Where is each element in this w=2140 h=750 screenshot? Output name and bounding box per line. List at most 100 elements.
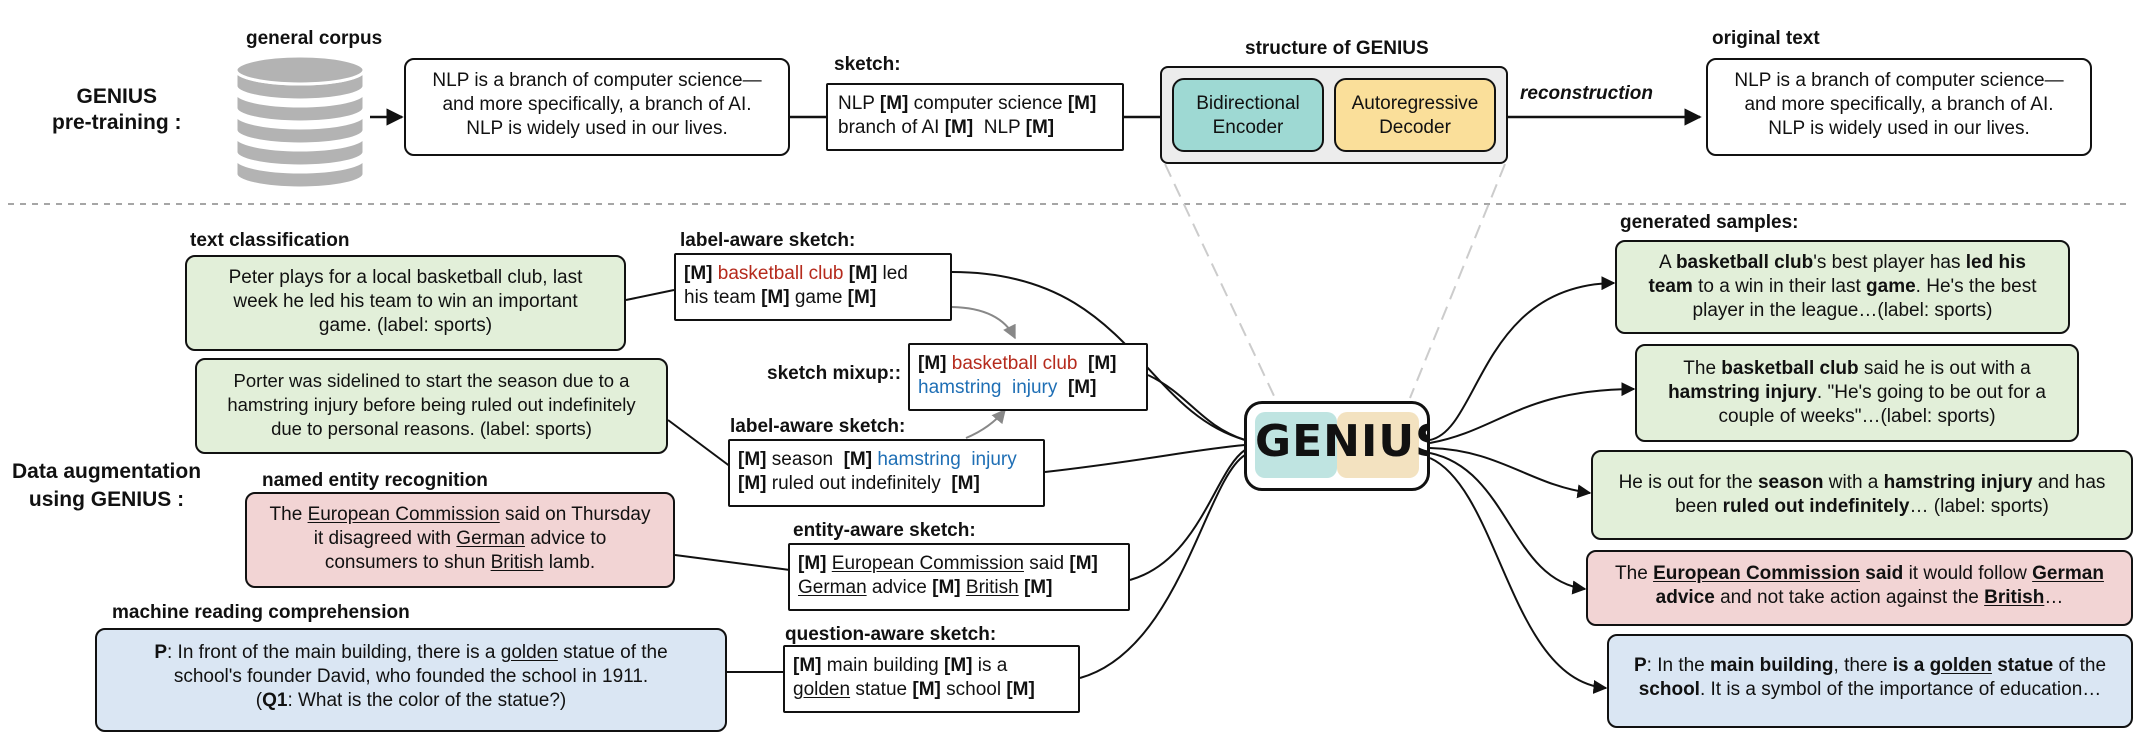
sample-2-line-2: hamstring injury. "He's going to be out … (1649, 381, 2065, 405)
ner-input-line-1: The European Commission said on Thursday (259, 503, 661, 527)
sample-2-line-3: couple of weeks"…(label: sports) (1718, 406, 1996, 427)
space (1077, 353, 1088, 374)
mask-token: [M] (918, 353, 947, 374)
text: statue of the (557, 642, 668, 663)
ner-sketch-line-1: [M] European Commission said [M] (798, 552, 1120, 576)
generated-samples-label: generated samples: (1620, 212, 1799, 233)
corpus-line-2: and more specifically, a branch of AI. (442, 94, 752, 115)
text: said he is out with a (1858, 358, 2031, 379)
sample-4: The European Commission said it would fo… (1586, 550, 2133, 626)
arrow-genius-to-sample4 (1429, 452, 1587, 595)
mask-token: [M] (738, 449, 767, 470)
sample-3: He is out for the season with a hamstrin… (1591, 450, 2133, 540)
tc-input-1-line-2: week he led his team to win an important (233, 291, 578, 312)
sample-3-line-2: been ruled out indefinitely… (label: spo… (1605, 495, 2119, 519)
text: with a (1823, 472, 1884, 493)
tc-sketch-2: [M] season [M] hamstring injury [M] rule… (728, 439, 1045, 507)
passage-marker: P (154, 642, 167, 663)
original-line-3: NLP is widely used in our lives. (1768, 118, 2030, 139)
text: The (1683, 358, 1722, 379)
corpus-label: general corpus (246, 28, 383, 49)
database-icon (234, 54, 366, 190)
sample-5: P: In the main building, there is a gold… (1607, 634, 2133, 728)
sample-1-line-2: team to a win in their last game. He's t… (1629, 275, 2056, 299)
entity: British (490, 552, 544, 573)
entity: German (798, 577, 867, 598)
entity: European Commission (307, 504, 500, 525)
mask-token: [M] (1067, 377, 1097, 398)
text: : What is the color of the statue?) (287, 690, 567, 711)
entity: British (965, 577, 1019, 598)
label-keyword: hamstring injury (918, 377, 1058, 398)
augmentation-title-line1: Data augmentation (12, 460, 202, 483)
question-marker: Q1 (262, 690, 288, 711)
sample-3-line-1: He is out for the season with a hamstrin… (1605, 471, 2119, 495)
sample-1-line-1: A basketball club's best player has led … (1629, 251, 2056, 275)
tc-sketch-1-label: label-aware sketch: (680, 230, 856, 251)
kept-word: hamstring injury (1883, 472, 2033, 493)
sample-1: A basketball club's best player has led … (1615, 240, 2070, 334)
ner-sketch-label: entity-aware sketch: (793, 520, 976, 541)
text: . It is a symbol of the importance of ed… (1699, 679, 2102, 700)
kept-word: team (1648, 276, 1693, 297)
sketch-word: school (940, 679, 1007, 700)
sketch-word: branch of AI (838, 117, 945, 138)
text: consumers to shun (324, 552, 491, 573)
kept-word: led his (1965, 252, 2026, 273)
augmentation-title-line2: using GENIUS : (12, 486, 201, 514)
zoom-line-left (1164, 163, 1276, 399)
text: , there (1833, 655, 1893, 676)
text: A (1659, 252, 1676, 273)
pretraining-sketch-line-2: branch of AI [M] NLP [M] (838, 116, 1112, 140)
logo-decoder-block (1337, 412, 1419, 478)
ner-input-line-3: consumers to shun British lamb. (259, 551, 661, 575)
mask-token: [M] (951, 473, 980, 494)
curve-sketch2-to-genius (1044, 444, 1246, 473)
text: lamb. (543, 552, 596, 573)
sample-5-line-1: P: In the main building, there is a gold… (1621, 654, 2119, 678)
tc-sketch-2-line-2: [M] ruled out indefinitely [M] (738, 472, 1035, 496)
kept-entity: German (2032, 563, 2104, 584)
mrc-input-line-1: P: In front of the main building, there … (109, 641, 713, 665)
encoder-line-2: Encoder (1212, 117, 1284, 138)
sketch-word: statue (850, 679, 913, 700)
tc-input-2-line-1: Porter was sidelined to start the season… (233, 370, 630, 391)
sketch-word: is a (972, 655, 1008, 676)
ner-input: The European Commission said on Thursday… (245, 492, 675, 588)
mrc-input-line-2: school's founder David, who founded the … (173, 666, 649, 687)
tc-sketch-2-line-1: [M] season [M] hamstring injury (738, 448, 1035, 472)
kept-word: basketball club (1721, 358, 1859, 379)
logo-encoder-block (1255, 412, 1337, 478)
kept-word: ruled out indefinitely (1722, 496, 1910, 517)
space (1057, 377, 1068, 398)
mask-token: [M] (843, 449, 873, 470)
mrc-label: machine reading comprehension (112, 602, 410, 623)
structure-label-prefix: structure of (1245, 38, 1356, 59)
mask-token: [M] (684, 263, 713, 284)
kept-word: is a (1892, 655, 1930, 676)
entity: German (456, 528, 525, 549)
mask-token: [M] (1025, 117, 1055, 138)
original-text-box: NLP is a branch of computer science— and… (1706, 58, 2092, 156)
mask-token: [M] (761, 287, 790, 308)
mask-token: [M] (1069, 553, 1098, 574)
sample-2-line-1: The basketball club said he is out with … (1649, 357, 2065, 381)
sketch-word: said (1023, 553, 1070, 574)
kept-entity: European Commission (1653, 563, 1860, 584)
arrow-genius-to-sample1 (1429, 276, 1616, 441)
text-classification-label: text classification (190, 230, 350, 251)
mrc-sketch: [M] main building [M] is a golden statue… (783, 645, 1080, 713)
original-text-label: original text (1712, 28, 1820, 49)
corpus-text-box: NLP is a branch of computer science— and… (404, 58, 790, 156)
line-tc1-to-sketch (625, 289, 675, 301)
tc-sketch-2-label: label-aware sketch: (730, 416, 906, 437)
sample-1-line-3: player in the league…(label: sports) (1692, 300, 1993, 321)
decoder-line-2: Decoder (1379, 117, 1451, 138)
kept-word: hamstring injury (1668, 382, 1817, 403)
pretraining-sketch-line-1: NLP [M] computer science [M] (838, 92, 1112, 116)
sketch-label: sketch: (834, 54, 901, 75)
text: : In front of the main building, there i… (167, 642, 501, 663)
kept-word: said (1865, 563, 1904, 584)
mrc-sketch-label: question-aware sketch: (785, 624, 997, 645)
kept-word: game (1866, 276, 1916, 297)
